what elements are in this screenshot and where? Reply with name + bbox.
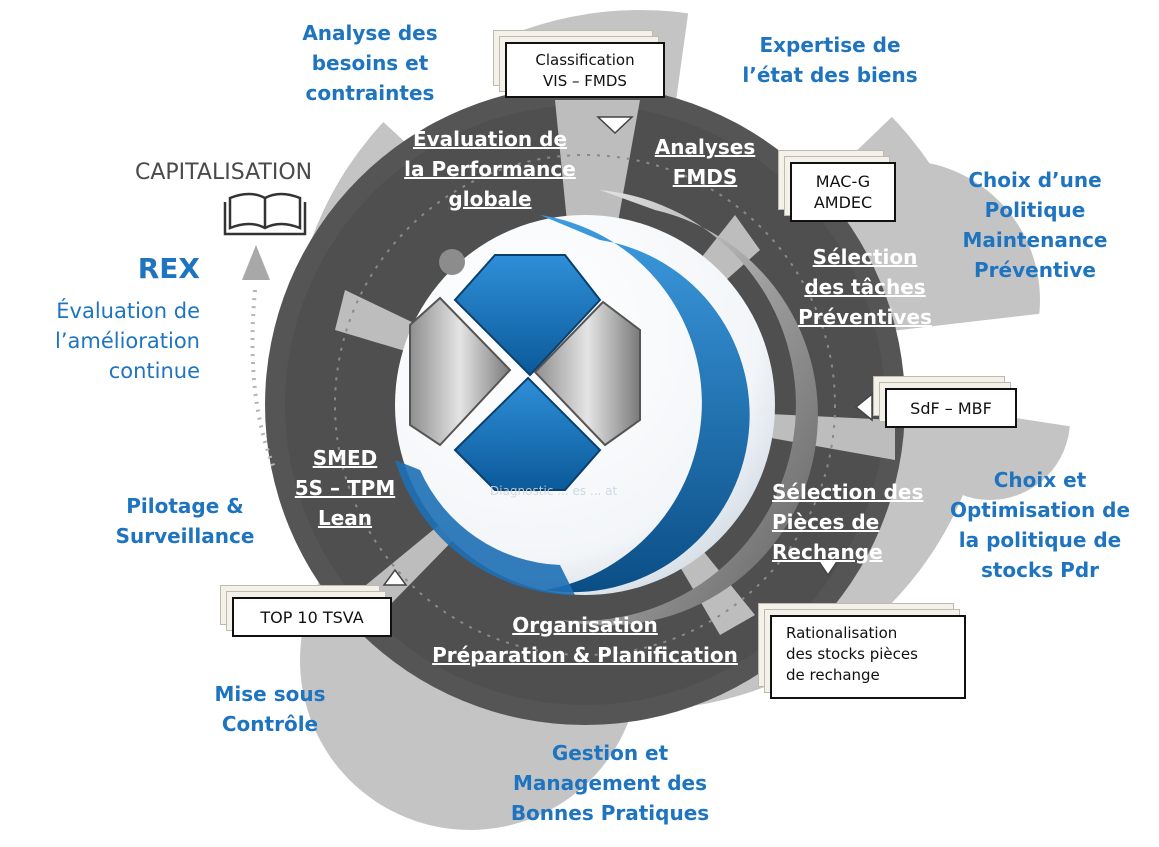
box-classification: Classification VIS – FMDS: [505, 42, 665, 98]
rex-title: REX: [137, 252, 200, 285]
rex-arc: [250, 289, 277, 471]
segment-selection-pieces: Sélection des Pièces de Rechange: [772, 480, 924, 564]
box-top10: TOP 10 TSVA: [232, 597, 392, 637]
segment-evaluation: Evaluation de la Performance globale: [404, 127, 576, 211]
down-triangle-icon-2: [816, 559, 840, 577]
down-triangle-icon: [596, 116, 634, 135]
segment-selection-taches: Sélection des tâches Préventives: [798, 245, 932, 329]
label-choix-optimisation: Choix et Optimisation de la politique de…: [949, 468, 1131, 582]
left-triangle-icon: [854, 392, 873, 422]
upward-arrow-icon: [242, 245, 270, 280]
label-pilotage: Pilotage & Surveillance: [115, 494, 255, 548]
blue-crescent: [540, 215, 750, 593]
grey-tile-right: [533, 300, 641, 447]
dashed-track: [334, 154, 836, 656]
label-mise-sous-controle: Mise sous Contrôle: [214, 682, 326, 736]
rex-description: Évaluation de l’amélioration continue: [54, 299, 200, 383]
ring-dot: [439, 249, 465, 275]
capitalisation-label: CAPITALISATION: [135, 160, 313, 185]
blue-tile-top: [453, 254, 602, 377]
box-rationalisation: Rationalisation des stocks pièces de rec…: [770, 615, 966, 699]
up-triangle-icon: [382, 568, 408, 586]
segment-smed: SMED 5S – TPM Lean: [294, 446, 396, 530]
blue-bottom-arc: [395, 460, 575, 595]
label-gestion: Gestion et Management des Bonnes Pratiqu…: [510, 741, 710, 825]
label-choix-politique: Choix d’une Politique Maintenance Préven…: [962, 168, 1108, 282]
segment-organisation: Organisation Préparation & Planification: [432, 613, 738, 667]
book-icon: [223, 192, 307, 236]
segment-analyses-fmds: Analyses FMDS: [654, 135, 756, 189]
blue-tile-bottom: [453, 376, 602, 491]
center-faded-label: Diagnostic ... es ... at: [490, 484, 618, 498]
label-expertise: Expertise de l’état des biens: [742, 33, 918, 87]
box-macg: MAC-G AMDEC: [790, 162, 896, 222]
grey-tile-left: [409, 296, 512, 447]
label-analyse-besoins: Analyse des besoins et contraintes: [302, 21, 438, 105]
box-sdf: SdF – MBF: [885, 388, 1017, 428]
